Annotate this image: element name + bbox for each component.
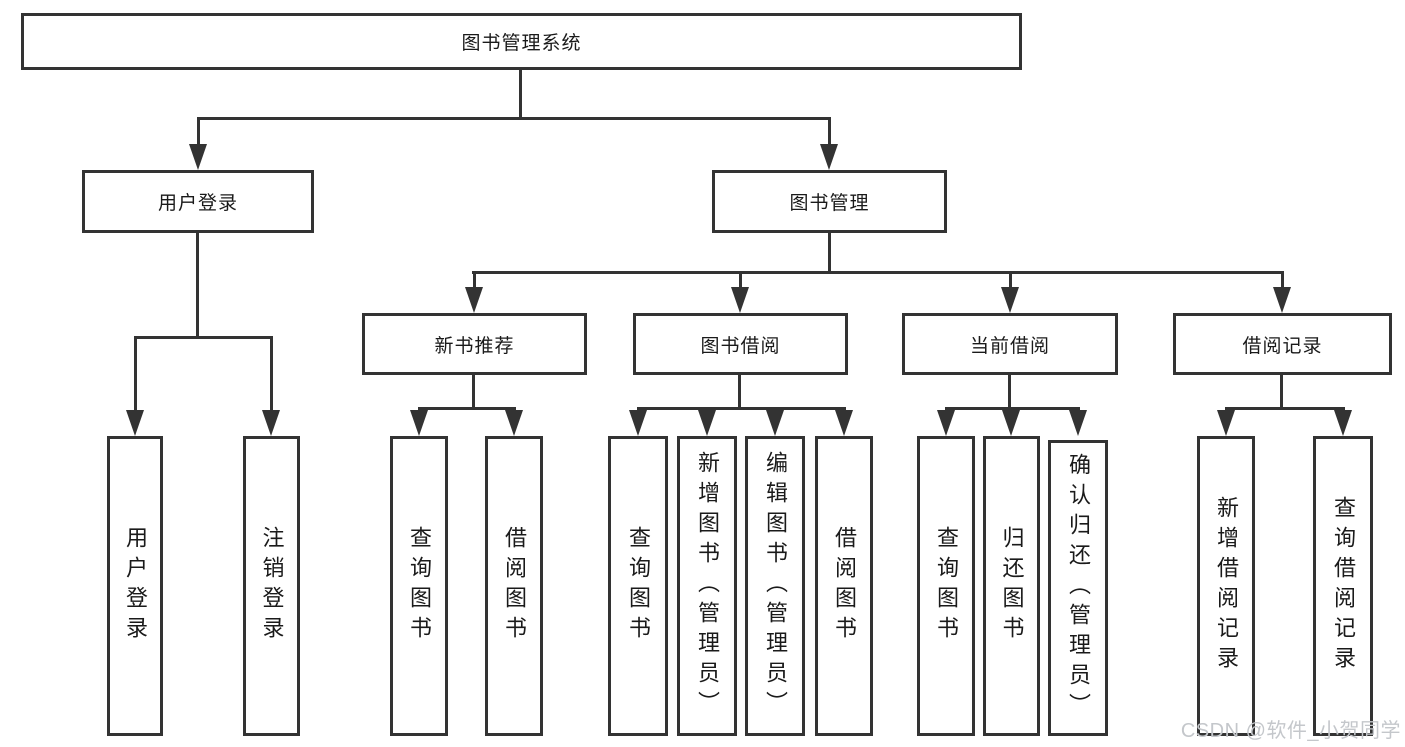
connector-to-book-management-stem	[828, 117, 831, 147]
arrow-br-child1	[1217, 410, 1235, 436]
connector-root-stem	[519, 70, 522, 117]
node-new-book-recommendation: 新书推荐	[362, 313, 587, 375]
connector-root-branch	[197, 117, 831, 120]
leaf-bb-borrow-books: 借阅图书	[815, 436, 873, 736]
arrow-br-child2	[1334, 410, 1352, 436]
connector-borrowing-records-branch	[1225, 407, 1345, 410]
leaf-bb-query-books-label: 查询图书	[626, 526, 651, 646]
leaf-user-login: 用户登录	[107, 436, 163, 736]
node-borrowing-records-label: 借阅记录	[1242, 335, 1323, 357]
connector-new-book-branch	[418, 407, 516, 410]
arrow-to-current-borrowing	[1001, 287, 1019, 313]
connector-to-current-borrowing-stem	[1009, 271, 1012, 290]
leaf-cb-query-books: 查询图书	[917, 436, 975, 736]
arrow-bb-child1	[629, 410, 647, 436]
connector-borrowing-records-stem2	[1280, 375, 1283, 410]
node-current-borrowing-label: 当前借阅	[969, 335, 1050, 357]
connector-user-login-stem	[196, 233, 199, 336]
connector-to-logout-leaf-stem	[270, 336, 273, 413]
arrow-bb-child2	[698, 410, 716, 436]
node-current-borrowing: 当前借阅	[902, 313, 1118, 375]
node-user-login: 用户登录	[82, 170, 314, 233]
leaf-nb-query-books-label: 查询图书	[407, 526, 432, 646]
leaf-bb-add-books-admin: 新增图书（管理员）	[677, 436, 737, 736]
node-book-borrowing-label: 图书借阅	[700, 335, 781, 357]
node-root-label: 图书管理系统	[461, 33, 582, 54]
node-root: 图书管理系统	[21, 13, 1022, 70]
leaf-cb-confirm-return-admin: 确认归还（管理员）	[1048, 440, 1108, 736]
leaf-bb-borrow-books-label: 借阅图书	[832, 526, 857, 646]
arrow-to-login-leaf	[126, 410, 144, 436]
node-book-management-label: 图书管理	[789, 193, 870, 214]
leaf-cb-confirm-return-admin-label: 确认归还（管理员）	[1066, 453, 1091, 723]
arrow-to-logout-leaf	[262, 410, 280, 436]
leaf-br-add-record-label: 新增借阅记录	[1214, 496, 1239, 676]
connector-to-borrowing-records-stem	[1281, 271, 1284, 290]
node-new-book-recommendation-label: 新书推荐	[434, 335, 515, 357]
arrow-to-new-book	[465, 287, 483, 313]
leaf-br-add-record: 新增借阅记录	[1197, 436, 1255, 736]
connector-book-management-branch	[472, 271, 1284, 274]
connector-new-book-stem	[472, 375, 475, 410]
node-user-login-label: 用户登录	[157, 193, 238, 214]
connector-to-new-book-stem	[473, 271, 476, 290]
arrow-to-book-management	[820, 144, 838, 170]
leaf-bb-edit-books-admin-label: 编辑图书（管理员）	[763, 451, 788, 721]
arrow-cb-child2	[1002, 410, 1020, 436]
arrow-cb-child1	[937, 410, 955, 436]
leaf-bb-add-books-admin-label: 新增图书（管理员）	[695, 451, 720, 721]
leaf-br-query-record: 查询借阅记录	[1313, 436, 1373, 736]
connector-book-borrowing-stem2	[738, 375, 741, 410]
arrow-to-book-borrowing	[731, 287, 749, 313]
connector-book-borrowing-branch	[637, 407, 846, 410]
leaf-cb-query-books-label: 查询图书	[934, 526, 959, 646]
connector-user-login-branch	[134, 336, 273, 339]
leaf-cb-return-books-label: 归还图书	[999, 526, 1025, 646]
arrow-cb-child3	[1069, 410, 1087, 436]
arrow-bb-child3	[766, 410, 784, 436]
connector-current-borrowing-stem2	[1008, 375, 1011, 410]
arrow-to-user-login	[189, 144, 207, 170]
arrow-to-borrowing-records	[1273, 287, 1291, 313]
leaf-nb-query-books: 查询图书	[390, 436, 448, 736]
arrow-bb-child4	[835, 410, 853, 436]
arrow-nb-child2	[505, 410, 523, 436]
arrow-nb-child1	[410, 410, 428, 436]
leaf-user-login-label: 用户登录	[123, 526, 148, 646]
leaf-br-query-record-label: 查询借阅记录	[1331, 496, 1356, 676]
leaf-logout-label: 注销登录	[259, 526, 285, 646]
node-book-borrowing: 图书借阅	[633, 313, 848, 375]
node-book-management: 图书管理	[712, 170, 947, 233]
leaf-cb-return-books: 归还图书	[983, 436, 1040, 736]
node-borrowing-records: 借阅记录	[1173, 313, 1392, 375]
connector-to-book-borrowing-stem	[739, 271, 742, 290]
leaf-nb-borrow-books-label: 借阅图书	[502, 526, 527, 646]
connector-to-login-leaf-stem	[134, 336, 137, 413]
connector-book-management-stem	[828, 233, 831, 271]
leaf-logout: 注销登录	[243, 436, 300, 736]
leaf-bb-query-books: 查询图书	[608, 436, 668, 736]
watermark-text: CSDN @软件_小贺同学	[1180, 720, 1401, 742]
connector-to-user-login-stem	[197, 117, 200, 147]
leaf-nb-borrow-books: 借阅图书	[485, 436, 543, 736]
leaf-bb-edit-books-admin: 编辑图书（管理员）	[745, 436, 805, 736]
